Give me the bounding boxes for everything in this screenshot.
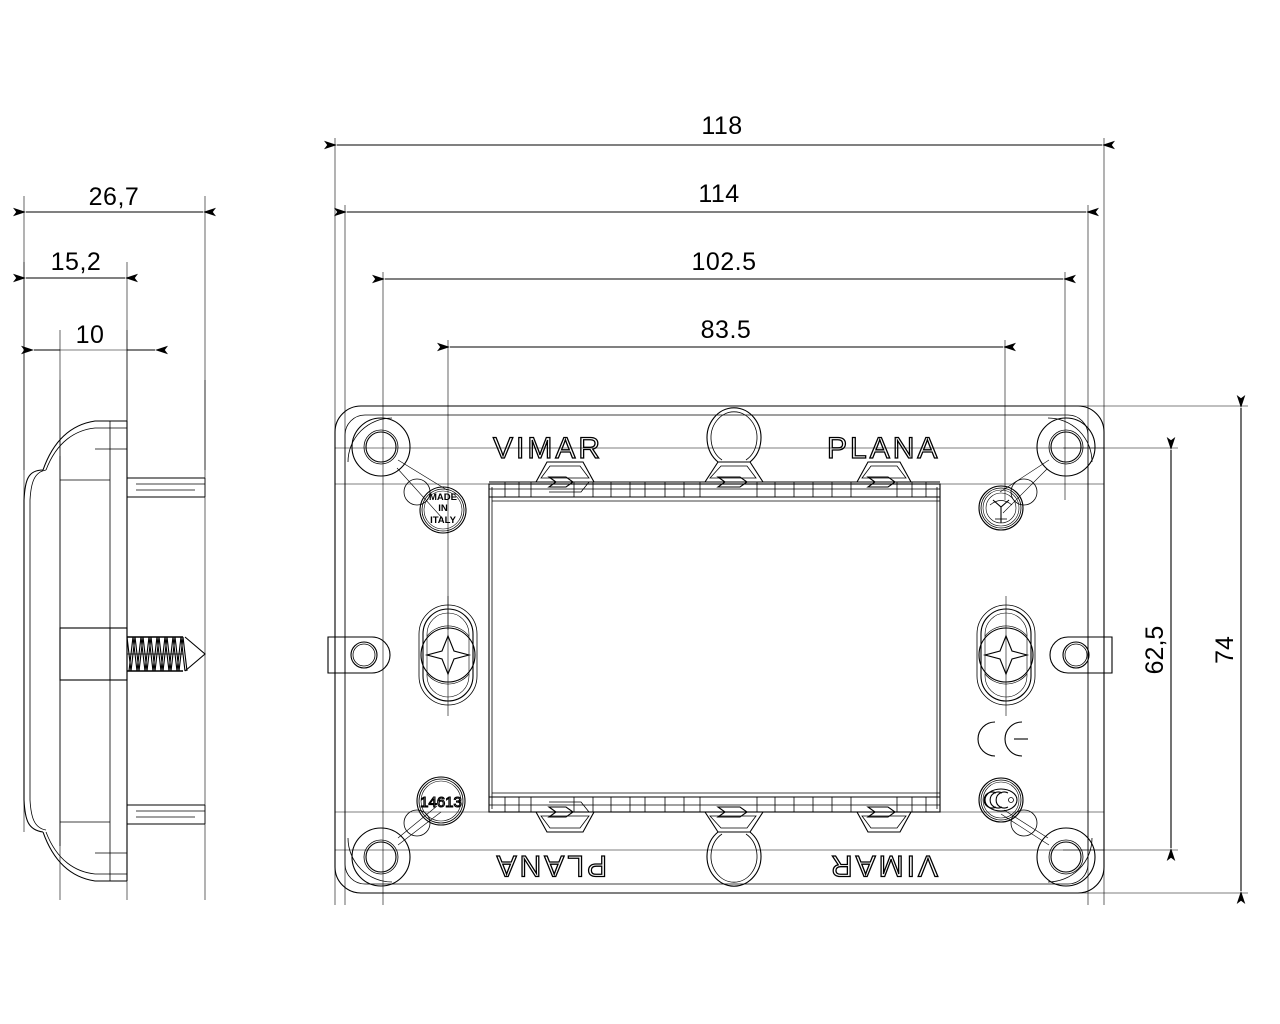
brand-label-top-left: VIMAR <box>493 432 603 465</box>
corner-boss-bottom-right <box>1036 827 1096 887</box>
screw-thread <box>126 636 206 672</box>
screw-head-seat <box>59 627 128 681</box>
module-aperture <box>488 483 941 813</box>
dimension-26-7 <box>13 196 216 470</box>
dimension-label-118: 118 <box>701 112 742 140</box>
claw-bottom-left <box>535 801 595 833</box>
dimension-label-114: 114 <box>698 180 739 208</box>
dimension-label-83-5: 83.5 <box>701 316 752 344</box>
boss-relief-circle-br <box>1010 809 1038 837</box>
made-in-italy-stamp: MADE IN ITALY <box>419 486 467 534</box>
dimension-label-74: 74 <box>1211 636 1239 664</box>
dimension-15-2 <box>13 262 138 470</box>
part-code-stamp: 14613 <box>416 776 466 826</box>
stamp-leader-lines <box>396 459 1050 846</box>
imq-certification-stamp <box>978 485 1024 531</box>
claw-top-right <box>856 461 912 488</box>
ccc-certification-stamp <box>978 777 1024 823</box>
made-in-italy-line1: MADE <box>429 492 457 503</box>
brand-label-bottom-right: VIMAR <box>828 849 938 882</box>
boss-relief-circle-tr <box>1010 478 1038 506</box>
plate-reference-lines <box>335 447 1104 851</box>
side-claw-upper <box>126 477 206 498</box>
side-tab-left <box>327 636 391 674</box>
dimension-label-62-5: 62,5 <box>1141 626 1169 675</box>
front-view-group: 118 114 102.5 83.5 62,5 74 <box>324 112 1248 905</box>
screw-slot-left <box>418 596 478 716</box>
side-view-reference-lines <box>23 380 206 900</box>
dimension-label-102-5: 102.5 <box>691 248 756 276</box>
side-profile-outline <box>23 420 206 882</box>
side-claw-lower <box>126 804 206 825</box>
claw-bottom-right <box>856 806 912 833</box>
corner-boss-top-right <box>1036 417 1096 477</box>
screw-slot-right <box>976 596 1036 716</box>
claw-bottom-center <box>703 806 765 887</box>
dimension-10 <box>21 330 168 470</box>
claw-top-left <box>535 461 595 493</box>
corner-boss-bottom-left <box>347 827 411 887</box>
dimension-label-15-2: 15,2 <box>51 248 102 276</box>
dimension-label-10: 10 <box>76 321 105 349</box>
plate-outer-body <box>334 405 1105 894</box>
part-code-label: 14613 <box>420 794 462 811</box>
made-in-italy-line2: IN <box>438 503 448 514</box>
boss-relief-circle-bl <box>403 809 431 837</box>
claw-top-center <box>703 407 765 488</box>
made-in-italy-line3: ITALY <box>430 515 457 526</box>
corner-boss-top-left <box>347 417 411 477</box>
retaining-rail-top <box>489 407 940 502</box>
ce-mark <box>977 721 1028 757</box>
dimension-label-26-7: 26,7 <box>89 183 140 211</box>
boss-relief-circle-tl <box>403 478 431 506</box>
retaining-rail-bottom <box>489 792 940 887</box>
brand-label-top-right: PLANA <box>827 432 940 465</box>
side-view-group: 26,7 15,2 10 <box>13 183 216 900</box>
brand-label-bottom-left: PLANA <box>494 849 607 882</box>
side-tab-right <box>1049 636 1113 674</box>
